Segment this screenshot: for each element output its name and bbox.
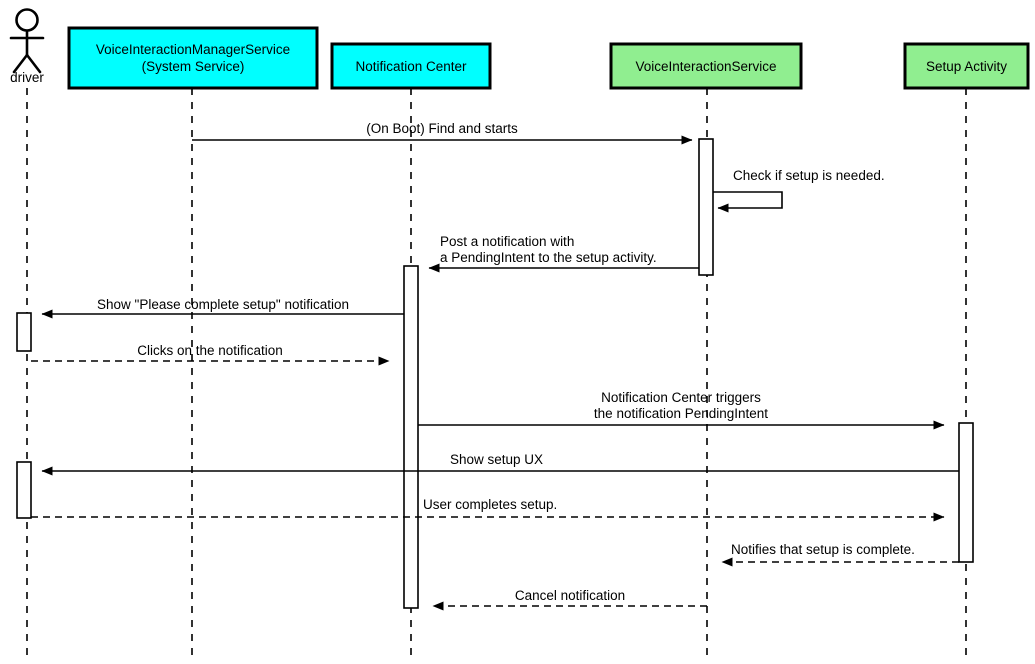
actor-driver-figure	[9, 8, 45, 74]
participant-box-notifcenter	[330, 42, 492, 90]
activation-vis-1	[698, 138, 714, 276]
message-arrow-m2-self	[713, 191, 783, 213]
activation-setupactivity-1	[958, 422, 974, 563]
activation-notifcenter-1	[403, 265, 419, 609]
activation-driver-2	[16, 461, 32, 519]
participant-boxes	[67, 26, 1030, 90]
participant-box-setupactivity	[903, 42, 1030, 90]
lifelines	[26, 88, 967, 662]
participant-box-vis	[609, 42, 803, 90]
participant-label-driver: driver	[10, 70, 44, 85]
activation-driver-1	[16, 312, 32, 352]
activation-bars	[16, 138, 974, 609]
participant-box-vims	[67, 26, 319, 90]
